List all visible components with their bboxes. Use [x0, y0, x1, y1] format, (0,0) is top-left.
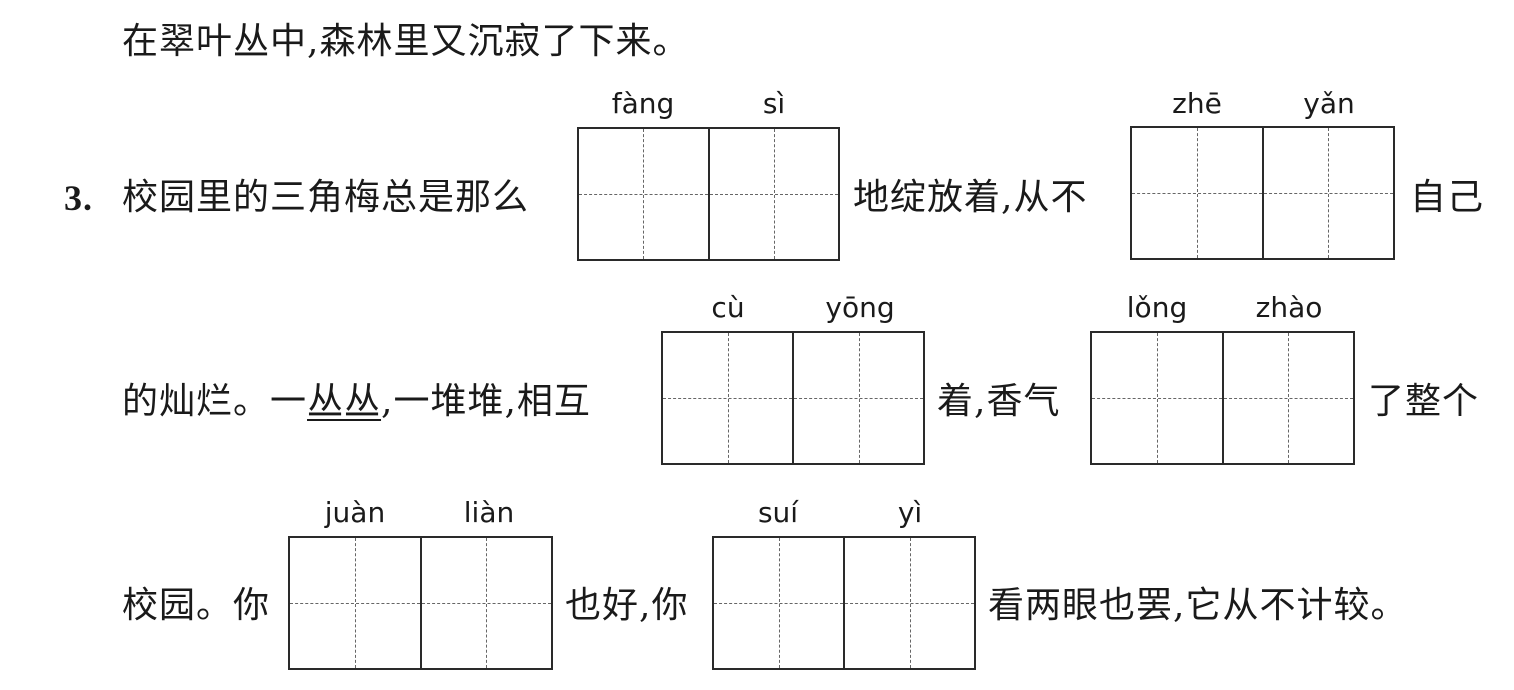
pinyin-lian: liàn — [463, 496, 515, 529]
char-cell[interactable] — [419, 538, 552, 668]
row3-text-3: 看两眼也罢,它从不计较。 — [988, 585, 1408, 626]
pinyin-long: lǒng — [1126, 291, 1188, 324]
pinyin-cu: cù — [711, 291, 745, 324]
row3-text-1: 校园。你 — [122, 585, 271, 626]
char-cell[interactable] — [843, 538, 974, 668]
char-cell[interactable] — [1132, 128, 1262, 258]
pinyin-yong: yōng — [825, 291, 895, 324]
answer-box-zheyan[interactable] — [1130, 126, 1395, 260]
pinyin-zhe: zhē — [1172, 87, 1222, 120]
answer-box-longzhao[interactable] — [1090, 331, 1355, 465]
row1-text-2: 地绽放着,从不 — [853, 177, 1088, 218]
answer-box-suiyi[interactable] — [712, 536, 976, 670]
pinyin-juan: juàn — [324, 496, 386, 529]
row2-text-2: 着,香气 — [937, 381, 1061, 422]
char-cell[interactable] — [714, 538, 843, 668]
pinyin-si: sì — [762, 87, 786, 120]
pinyin-fang: fàng — [611, 87, 675, 120]
answer-box-cuyong[interactable] — [661, 331, 925, 465]
pinyin-zhao: zhào — [1255, 291, 1323, 324]
row1-text-3: 自己 — [1410, 177, 1485, 218]
pinyin-yi: yì — [897, 496, 923, 529]
row3-text-2: 也好,你 — [565, 585, 689, 626]
row1-text-1: 校园里的三角梅总是那么 — [122, 177, 530, 218]
char-cell[interactable] — [792, 333, 923, 463]
row2-text-1: 的灿烂。一丛丛,一堆堆,相互 — [122, 380, 591, 424]
row2-text-1c: ,一堆堆,相互 — [381, 381, 591, 422]
char-cell[interactable] — [663, 333, 792, 463]
row2-text-1a: 的灿烂。一 — [122, 381, 308, 422]
question-number: 3. — [64, 178, 93, 218]
answer-box-fangsi[interactable] — [577, 127, 840, 261]
char-cell[interactable] — [1261, 128, 1394, 258]
row2-text-3: 了整个 — [1368, 381, 1480, 422]
answer-box-juanlian[interactable] — [288, 536, 553, 670]
char-cell[interactable] — [1221, 333, 1354, 463]
char-cell[interactable] — [579, 129, 708, 259]
char-cell[interactable] — [707, 129, 839, 259]
pinyin-yan: yǎn — [1303, 87, 1355, 120]
pinyin-sui: suí — [757, 496, 799, 529]
char-cell[interactable] — [290, 538, 420, 668]
underlined-word: 丛丛 — [307, 381, 382, 422]
char-cell[interactable] — [1092, 333, 1222, 463]
intro-sentence: 在翠叶丛中,森林里又沉寂了下来。 — [122, 21, 690, 62]
